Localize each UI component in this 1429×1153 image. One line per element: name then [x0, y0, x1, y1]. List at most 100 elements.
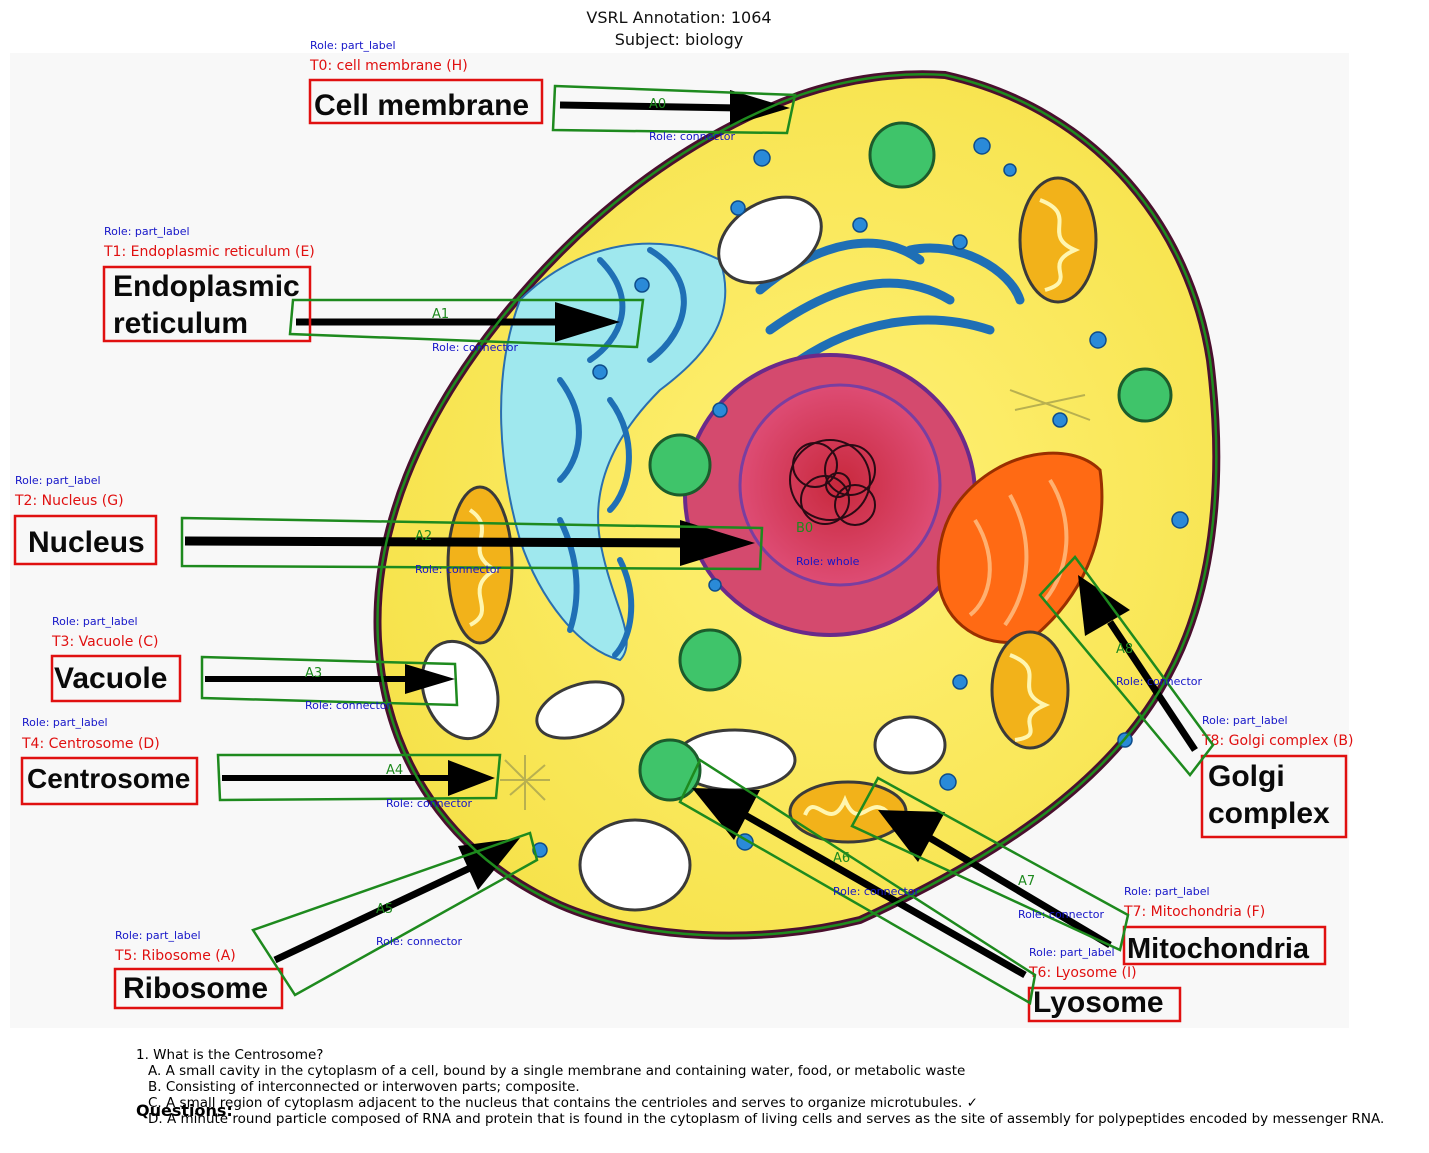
box-t7: [1122, 925, 1327, 966]
id-b0: B0: [796, 521, 813, 536]
word-lyosome: Lyosome: [1033, 986, 1164, 1019]
word-complex: complex: [1208, 797, 1330, 830]
tag-t5: T5: Ribosome (A): [114, 948, 236, 964]
box-t2: [13, 514, 158, 566]
id-a8: A8: [1116, 642, 1133, 657]
role-a7: Role: connector: [1018, 908, 1104, 921]
box-t4: [20, 756, 199, 806]
tag-t8: T8: Golgi complex (B): [1201, 733, 1353, 749]
word-vacuole: Vacuole: [54, 662, 167, 695]
outline-a1: [288, 298, 645, 349]
arrow-ribosome: [273, 838, 520, 964]
id-a7: A7: [1018, 874, 1035, 889]
er-shape: [500, 242, 727, 662]
role-t7: Role: part_label: [1124, 885, 1210, 898]
vacuole-shapes: [420, 195, 947, 912]
subject-title: Subject: biology: [614, 30, 744, 49]
role-a2: Role: connector: [415, 563, 501, 576]
tag-t2: T2: Nucleus (G): [14, 493, 124, 509]
questions-heading: Questions:: [136, 1101, 233, 1120]
golgi-folds: [968, 478, 1069, 627]
word-centrosome: Centrosome: [27, 763, 190, 794]
option-b: B. Consisting of interconnected or inter…: [148, 1079, 580, 1095]
outline-b0: [376, 73, 1218, 937]
outline-a3: [200, 655, 459, 707]
role-t3: Role: part_label: [52, 615, 138, 628]
id-a5: A5: [376, 902, 393, 917]
tag-t0: T0: cell membrane (H): [309, 58, 468, 74]
outline-a4: [216, 753, 502, 802]
text-annotation-tags: Role: part_label T0: cell membrane (H) R…: [14, 39, 1353, 981]
id-a3: A3: [305, 666, 322, 681]
role-t2: Role: part_label: [15, 474, 101, 487]
word-ribosome: Ribosome: [123, 972, 268, 1005]
id-a4: A4: [386, 763, 403, 778]
role-a0: Role: connector: [649, 130, 735, 143]
role-a8: Role: connector: [1116, 675, 1202, 688]
box-t1: [102, 265, 312, 343]
pointer-arrows: [184, 90, 1198, 979]
arrow-vacuole: [205, 664, 455, 694]
word-golgi: Golgi: [1208, 760, 1285, 793]
arrow-lyosome: [692, 788, 1027, 979]
word-cell-membrane: Cell membrane: [314, 89, 529, 122]
role-a6: Role: connector: [833, 885, 919, 898]
role-a1: Role: connector: [432, 341, 518, 354]
lysosome-shapes: [638, 121, 1173, 802]
role-t6: Role: part_label: [1029, 946, 1115, 959]
box-t5: [113, 967, 284, 1010]
chromatin: [789, 439, 876, 526]
role-a3: Role: connector: [305, 699, 391, 712]
outline-a6: [678, 758, 1037, 1005]
role-t1: Role: part_label: [104, 225, 190, 238]
arrow-centrosome: [222, 760, 495, 796]
label-words: Cell membrane Endoplasmic reticulum Nucl…: [27, 89, 1330, 1019]
role-t5: Role: part_label: [115, 929, 201, 942]
outline-a8: [1038, 555, 1215, 778]
arrow-nucleus: [184, 520, 755, 566]
er-cisternae: [557, 247, 687, 658]
word-reticulum: reticulum: [113, 307, 248, 340]
tag-t7: T7: Mitochondria (F): [1123, 904, 1265, 920]
word-nucleus: Nucleus: [28, 526, 145, 559]
role-b0: Role: whole: [796, 555, 860, 568]
box-t8: [1200, 754, 1348, 839]
option-a: A. A small cavity in the cytoplasm of a …: [148, 1063, 966, 1079]
box-t0: [308, 78, 544, 125]
id-a2: A2: [415, 529, 432, 544]
role-a4: Role: connector: [386, 797, 472, 810]
word-mitochondria: Mitochondria: [1127, 933, 1310, 965]
tag-t1: T1: Endoplasmic reticulum (E): [103, 244, 315, 260]
centrosome-shape: [500, 389, 1091, 810]
connector-annotation-tags: A0 Role: connector A1 Role: connector A2…: [305, 97, 1202, 948]
role-t8: Role: part_label: [1202, 714, 1288, 727]
tag-t4: T4: Centrosome (D): [21, 736, 160, 752]
box-t3: [50, 654, 182, 703]
role-t4: Role: part_label: [22, 716, 108, 729]
text-annotation-boxes: [13, 78, 1348, 1023]
nucleolus-shape: [738, 383, 942, 587]
box-t6: [1027, 986, 1182, 1023]
role-t0: Role: part_label: [310, 39, 396, 52]
arrow-er: [296, 302, 620, 342]
outline-a2: [180, 516, 764, 571]
outline-a5: [251, 831, 539, 997]
role-a5: Role: connector: [376, 935, 462, 948]
option-c: C. A small region of cytoplasm adjacent …: [148, 1095, 978, 1111]
outline-a7: [850, 776, 1130, 952]
tag-t3: T3: Vacuole (C): [51, 634, 158, 650]
option-d: D. A minute round particle composed of R…: [148, 1111, 1385, 1127]
word-endoplasmic: Endoplasmic: [113, 270, 300, 303]
annotation-title: VSRL Annotation: 1064: [586, 8, 772, 27]
arrow-golgi: [1078, 575, 1198, 752]
arrow-cell-membrane: [559, 90, 790, 126]
connector-annotation-boxes: [180, 73, 1218, 1005]
mitochondria-shapes: [446, 176, 1098, 844]
arrow-mitochondria: [878, 810, 1112, 949]
tag-t6: T6: Lyosome (I): [1028, 965, 1137, 981]
outline-a0: [551, 84, 797, 135]
id-a6: A6: [833, 851, 850, 866]
id-a0: A0: [649, 97, 666, 112]
cell-illustration: [373, 70, 1221, 940]
